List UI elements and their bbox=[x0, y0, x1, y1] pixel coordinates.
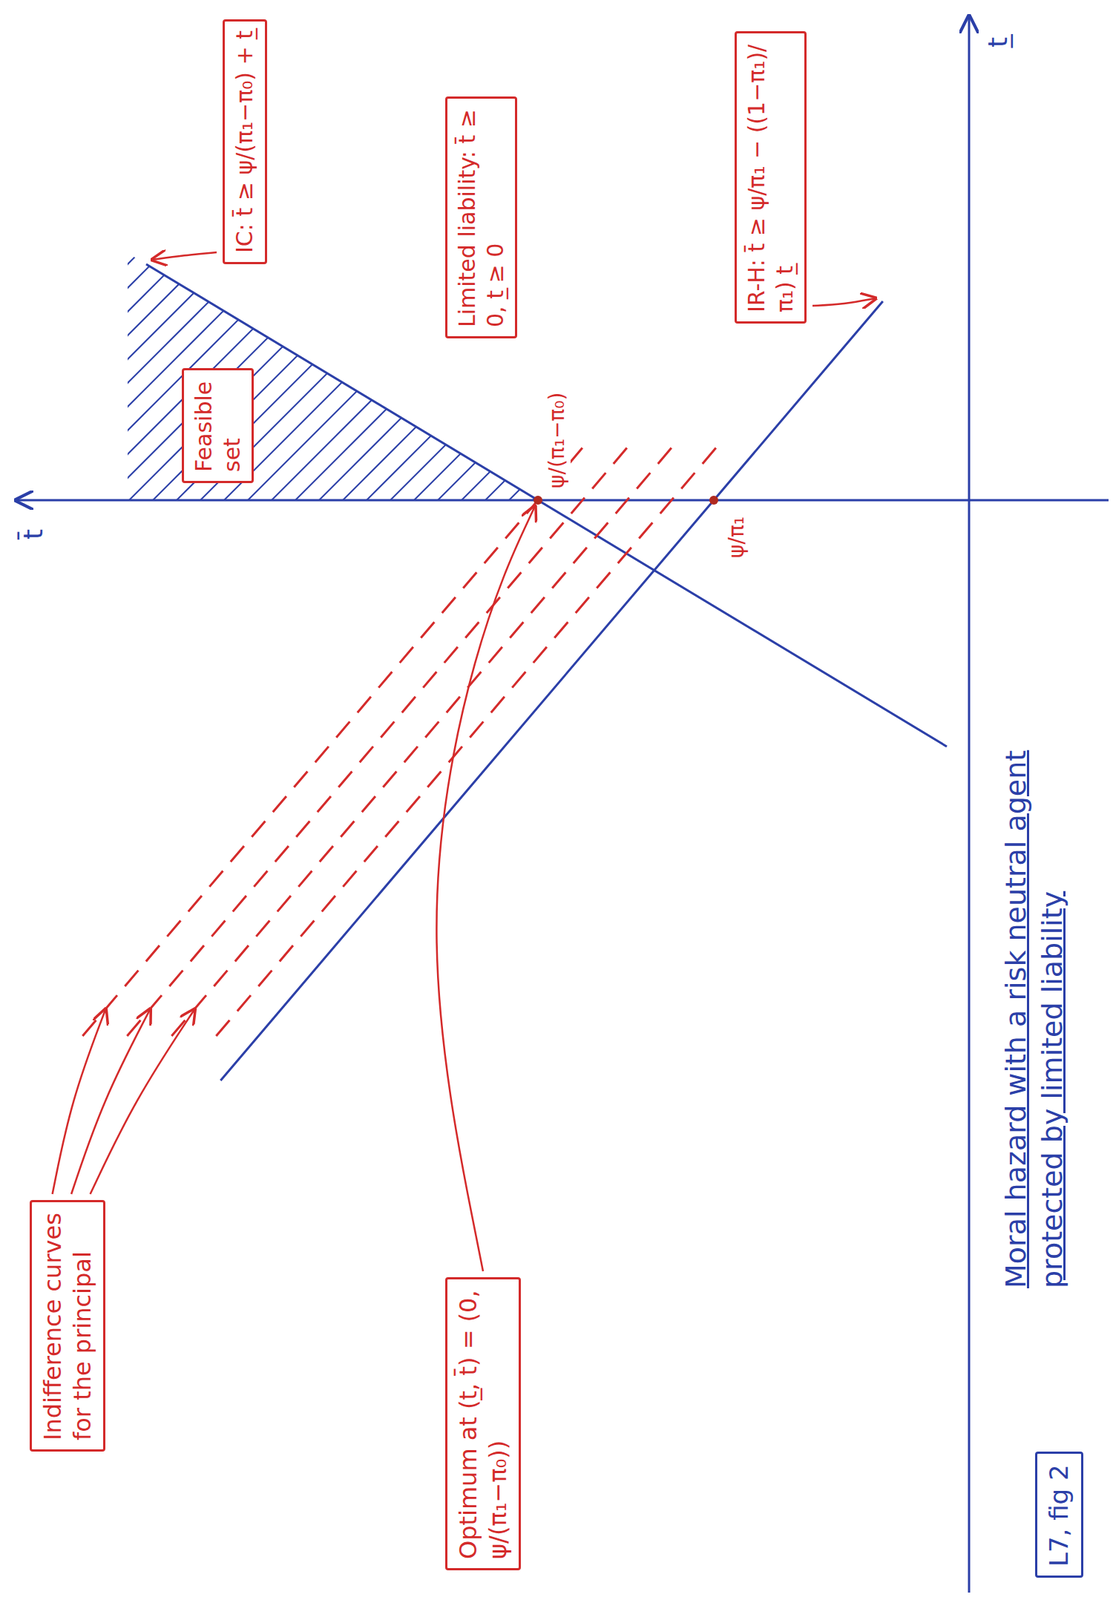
leader-arrow bbox=[52, 1009, 107, 1194]
axis-point bbox=[709, 495, 719, 505]
note-box: Optimum at (t̲, t̄) = (0, ψ/(π₁−π₀)) bbox=[445, 1276, 521, 1571]
indifference-line bbox=[215, 442, 721, 1036]
ir-line bbox=[220, 301, 883, 1081]
box-text: Limited liability: t̄ ≥ 0, t̲ ≥ 0 bbox=[453, 107, 510, 328]
axis-label: t̄ bbox=[16, 526, 50, 543]
box-text: Indifference curves for the principal bbox=[37, 1210, 98, 1441]
hatch-line bbox=[74, 17, 564, 508]
hatch-line bbox=[74, 0, 564, 437]
feasible-hatch bbox=[74, 0, 564, 1007]
constraint-box: Limited liability: t̄ ≥ 0, t̲ ≥ 0 bbox=[445, 96, 518, 339]
hatch-line bbox=[74, 0, 564, 389]
hatch-line bbox=[74, 0, 564, 413]
leader-arrow bbox=[152, 252, 217, 260]
figure-tag: L7, fig 2 bbox=[1035, 1451, 1084, 1578]
vertical-axis bbox=[16, 499, 1109, 502]
hatch-line bbox=[74, 0, 564, 366]
hatch-line bbox=[74, 0, 564, 484]
intercept-label: ψ/(π₁−π₀) bbox=[543, 389, 571, 492]
constraint-box: IR-H: t̄ ≥ ψ/π₁ − ((1−π₁)/π₁) t̲ bbox=[734, 31, 807, 324]
box-text: IC: t̄ ≥ ψ/(π₁−π₀) + t̲ bbox=[230, 30, 259, 254]
hatch-line bbox=[74, 373, 564, 864]
hatch-line bbox=[74, 89, 564, 579]
hatch-line bbox=[74, 41, 564, 532]
box-text: Optimum at (t̲, t̄) = (0, ψ/(π₁−π₀)) bbox=[453, 1288, 513, 1559]
hatch-line bbox=[74, 326, 564, 817]
hatch-line bbox=[74, 445, 564, 935]
indifference-line bbox=[82, 442, 587, 1036]
hatch-line bbox=[74, 421, 564, 912]
leader-arrow bbox=[90, 1009, 196, 1194]
intercept-label: ψ/π₁ bbox=[723, 513, 751, 561]
constraint-box: IC: t̄ ≥ ψ/(π₁−π₀) + t̲ bbox=[222, 19, 268, 265]
hatch-line bbox=[74, 350, 564, 840]
axis-label: t̲ bbox=[980, 34, 1015, 51]
hatch-line bbox=[74, 468, 564, 959]
box-text: IR-H: t̄ ≥ ψ/π₁ − ((1−π₁)/π₁) t̲ bbox=[742, 42, 799, 313]
ic-line bbox=[146, 264, 947, 747]
axis-point bbox=[533, 495, 543, 505]
indifference-line bbox=[171, 442, 676, 1036]
figure-caption: Moral hazard with a risk neutral agent p… bbox=[997, 620, 1072, 1289]
hatch-line bbox=[74, 278, 564, 769]
leader-arrow bbox=[71, 1009, 150, 1194]
hatch-line bbox=[74, 492, 564, 983]
hatch-line bbox=[74, 65, 564, 556]
hatch-line bbox=[74, 0, 564, 342]
note-box: Indifference curves for the principal bbox=[29, 1199, 106, 1452]
hatch-line bbox=[74, 0, 564, 461]
box-text: Feasible set bbox=[189, 379, 246, 472]
region-box: Feasible set bbox=[181, 368, 254, 484]
leader-arrow bbox=[436, 506, 535, 1272]
indifference-line bbox=[126, 442, 632, 1036]
horizontal-axis bbox=[968, 16, 971, 1593]
box-text: L7, fig 2 bbox=[1043, 1462, 1076, 1567]
leader-arrow bbox=[812, 298, 876, 306]
hatch-line bbox=[74, 302, 564, 793]
